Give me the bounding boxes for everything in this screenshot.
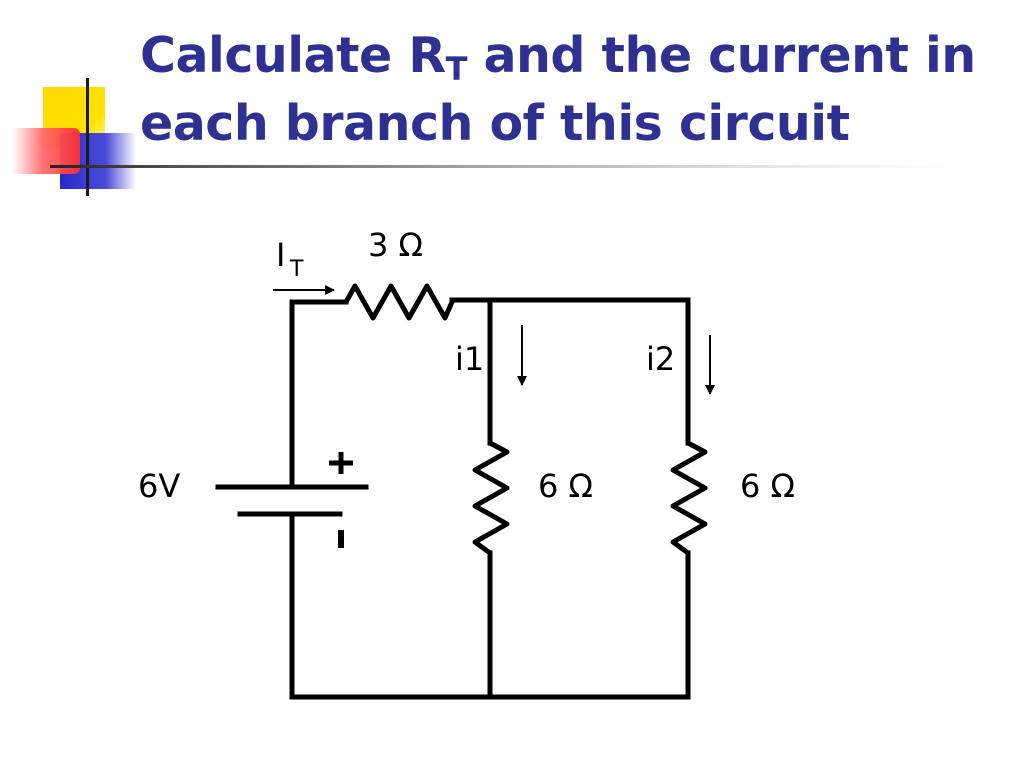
- branch1-current-label: i1: [455, 340, 484, 378]
- resistor-branch2-6ohm: [670, 440, 708, 556]
- branch2-resistor-label: 6 Ω: [740, 467, 795, 505]
- series-resistor-label: 3 Ω: [368, 226, 423, 264]
- title-text-end: and the current in each branch of this c…: [140, 27, 976, 152]
- resistor-series-3ohm: [343, 283, 455, 321]
- resistor-branch1-6ohm: [472, 440, 510, 556]
- title-subscript: T: [445, 50, 468, 88]
- slide-title: Calculate RT and the current in each bra…: [140, 22, 1000, 158]
- title-underline: [50, 165, 950, 168]
- source-voltage-label: 6V: [138, 467, 180, 505]
- title-text-start: Calculate R: [140, 27, 446, 84]
- wire-left-top: [289, 299, 349, 490]
- total-current-subscript: T: [289, 257, 304, 282]
- branch1-resistor-label: 6 Ω: [538, 467, 593, 505]
- decorative-vertical-line: [86, 78, 89, 196]
- total-current-label: I: [276, 236, 285, 274]
- branch2-current-label: i2: [646, 340, 675, 378]
